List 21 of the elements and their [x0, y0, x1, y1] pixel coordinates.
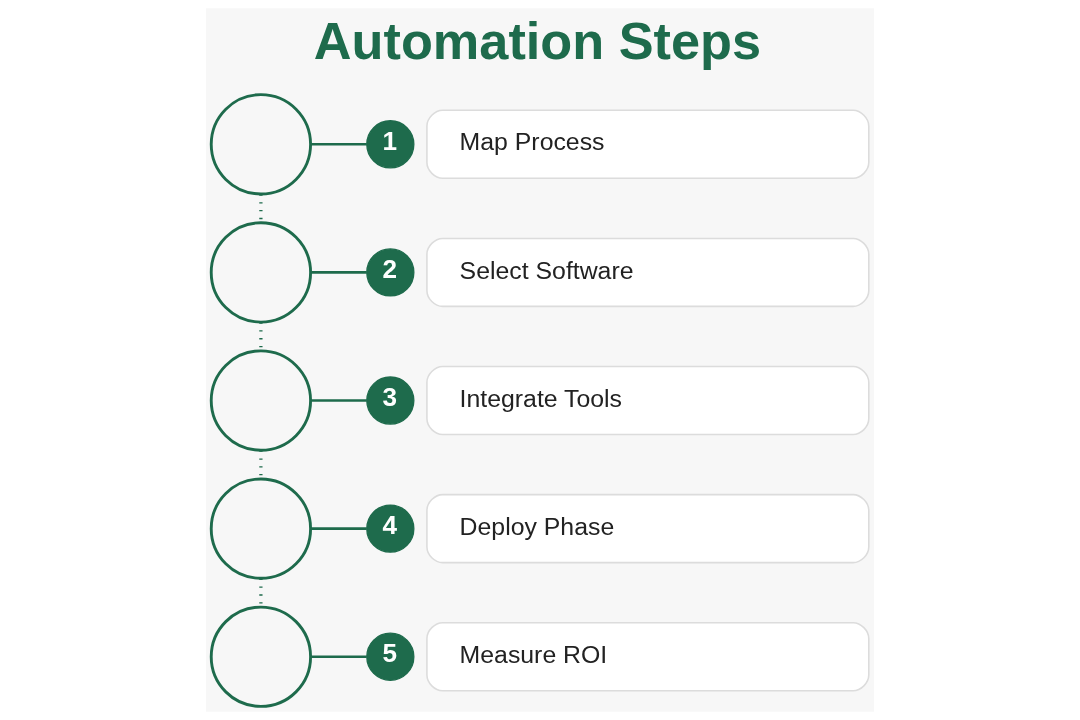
node-box: Deploy Phase [426, 493, 870, 564]
connector [310, 399, 367, 402]
node-box: Measure ROI [426, 621, 870, 692]
node-circle: 2 [366, 248, 415, 297]
node-circle: 5 [366, 632, 415, 681]
node-circle: 1 [366, 120, 415, 169]
node-circle [209, 221, 312, 324]
node-box: Select Software [426, 237, 870, 308]
node-circle: 3 [366, 376, 415, 425]
connector [310, 271, 367, 274]
node-circle [209, 605, 312, 708]
diagram-title: Automation Steps [313, 12, 762, 71]
node-circle [209, 477, 312, 580]
connector [310, 143, 367, 146]
node-box: Map Process [426, 109, 870, 180]
connector [310, 655, 367, 659]
connector [310, 527, 367, 530]
node-circle: 4 [366, 504, 415, 553]
node-circle [209, 93, 312, 196]
node-circle [209, 349, 312, 452]
node-box: Integrate Tools [426, 365, 870, 436]
